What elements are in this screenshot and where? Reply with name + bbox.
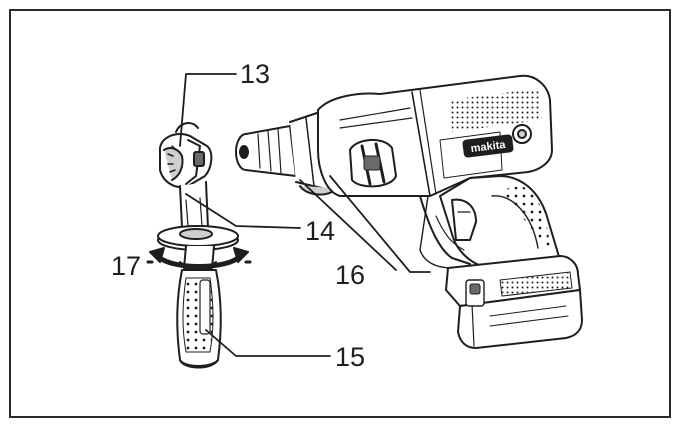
grip-band (158, 122, 213, 188)
leader-14 (185, 193, 301, 229)
grip-base (157, 225, 239, 269)
drill-body: makita (235, 74, 583, 349)
callout-16: 16 (335, 260, 366, 290)
brand-logo: makita (462, 134, 514, 158)
leader-lines (179, 73, 431, 357)
leader-16a (329, 175, 431, 273)
upper-housing (317, 74, 553, 197)
callout-15: 15 (335, 342, 366, 372)
callout-13: 13 (240, 59, 271, 89)
callout-17: 17 (111, 251, 142, 281)
leader-16b (299, 179, 397, 271)
battery-pack (445, 255, 583, 349)
leader-13 (179, 73, 237, 147)
leader-15 (205, 329, 331, 357)
rotation-arrow-icon (146, 247, 252, 269)
brand-text: makita (470, 139, 507, 155)
rear-grip (419, 175, 562, 278)
grip-bolt (179, 181, 209, 229)
chuck (235, 125, 297, 177)
figure-border (9, 9, 671, 418)
grip-handle (176, 269, 222, 369)
side-grip-assembly (146, 122, 252, 369)
callout-14: 14 (305, 216, 336, 246)
